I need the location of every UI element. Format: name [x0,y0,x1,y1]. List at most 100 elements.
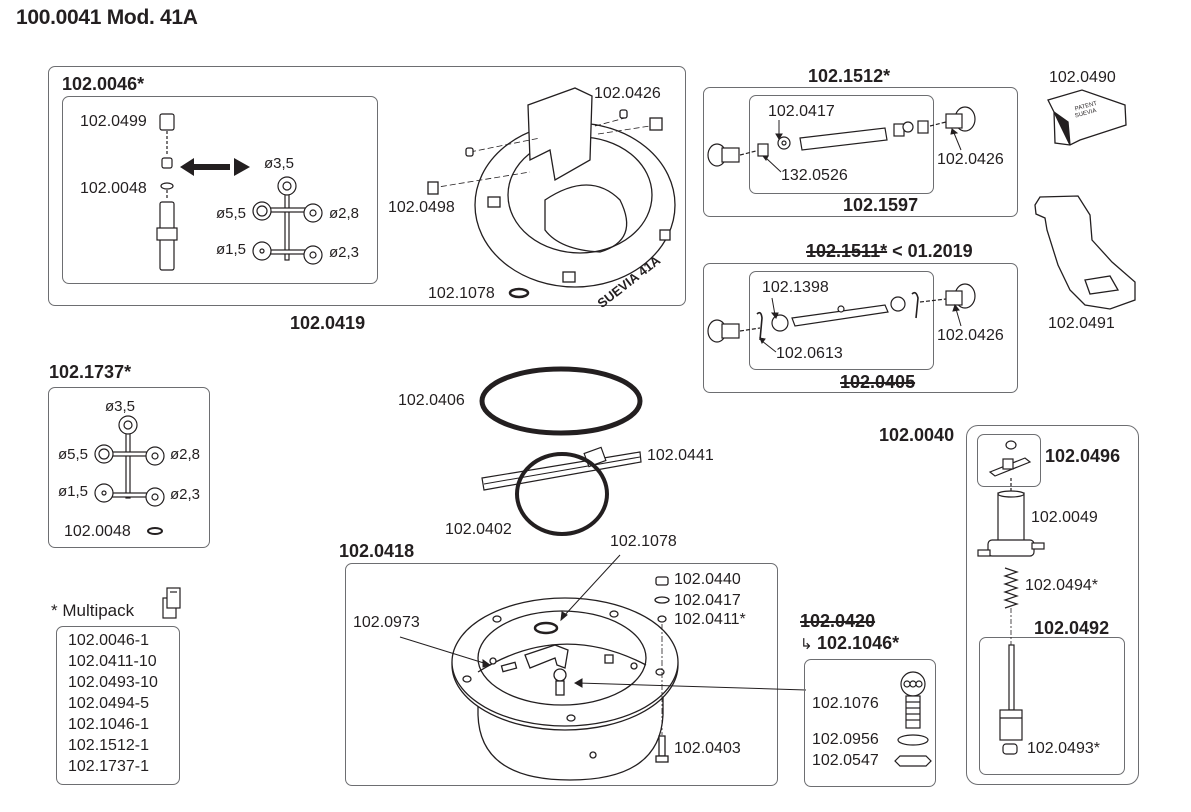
nozzle-tree-icon [252,176,323,265]
axle-kit-old-struck: 102.1511* [806,241,888,261]
seal-ring-icon [508,287,530,299]
multipack-item: 102.0046-1 [68,632,149,649]
top-kit-box [977,434,1041,487]
cover-top-text-1: PATENT [1074,101,1098,113]
nozzle-set-label: 102.1737* [49,362,132,382]
multipack-item: 102.0493-10 [68,674,158,691]
part-label-102-0426-bowl[interactable]: 102.0426 [594,85,661,102]
axle-kit-old-inner-box [749,271,934,370]
part-label-102-0956[interactable]: 102.0956 [812,731,879,748]
part-label-102-0426-axle-new[interactable]: 102.0426 [937,151,1004,168]
stem-kit-box [979,637,1125,775]
multipack-item: 102.0494-5 [68,695,149,712]
part-label-102-0498[interactable]: 102.0498 [388,199,455,216]
part-label-102-0440[interactable]: 102.0440 [674,571,741,588]
part-label-102-0973[interactable]: 102.0973 [353,614,420,631]
housing-box [345,563,778,786]
washer-icon [897,734,929,746]
part-label-102-0493[interactable]: 102.0493* [1027,740,1100,757]
part-label-102-0403[interactable]: 102.0403 [674,740,741,757]
axle-kit-new-inner-box [749,95,934,194]
valve-pin-old-label: 102.0420 [800,611,876,631]
diameter-5-5: ø5,5 [216,205,247,222]
nozzle-set-diameter-2-3: ø2,3 [170,486,201,503]
multipack-item: 102.1046-1 [68,716,149,733]
part-label-102-0547[interactable]: 102.0547 [812,752,879,769]
nozzle-set-diameter-1-5: ø1,5 [58,483,89,500]
part-label-102-0417-housing[interactable]: 102.0417 [674,592,741,609]
multipack-item: 102.0411-10 [68,653,157,670]
spring-icon [1003,567,1019,609]
axle-kit-old-label: 102.1511* < 01.2019 [806,242,973,260]
o-ring-icon [657,615,667,623]
part-label-102-0490[interactable]: 102.0490 [1049,69,1116,86]
axle-kit-new-inner-label: 102.1597 [843,195,919,215]
nozzle-set-box [48,387,210,548]
multipack-item: 102.1737-1 [68,758,149,775]
part-label-102-0494[interactable]: 102.0494* [1025,577,1098,594]
valve-pin-new-label: 102.1046* [817,633,900,653]
page-title: 100.0041 Mod. 41A [16,6,198,29]
nozzle-set-diameter-3-5: ø3,5 [105,398,136,415]
nozzle-set-diameter-2-8: ø2,8 [170,446,201,463]
cover-top-text-2: SUEVIA [1074,108,1097,119]
valve-assembly-box [966,425,1139,785]
part-label-102-0491[interactable]: 102.0491 [1048,315,1115,332]
part-label-102-0441[interactable]: 102.0441 [647,447,714,464]
nut-icon [655,576,669,586]
large-o-ring-icon [479,366,643,436]
housing-label: 102.0418 [339,541,415,561]
multipack-label: * Multipack [51,601,135,620]
multipack-item: 102.1512-1 [68,737,149,754]
diameter-3-5: ø3,5 [264,155,295,172]
part-label-102-0411[interactable]: 102.0411* [674,611,746,628]
multipack-list: 102.0046-1 102.0411-10 102.0493-10 102.0… [56,626,180,785]
part-label-102-0426-axle-old[interactable]: 102.0426 [937,327,1004,344]
part-label-102-1398[interactable]: 102.1398 [762,279,829,296]
seal-cap-icon [1002,743,1018,755]
bowl-assembly-label: 102.0419 [290,313,366,333]
part-label-102-0048[interactable]: 102.0048 [80,180,147,197]
hex-nut-icon [894,755,932,767]
part-label-102-0402[interactable]: 102.0402 [445,521,512,538]
washer-icon [654,596,670,604]
bolt-icon [427,181,439,195]
part-label-102-1078-bowl[interactable]: 102.1078 [428,285,495,302]
part-label-132-0526[interactable]: 132.0526 [781,167,848,184]
part-label-102-1076[interactable]: 102.1076 [812,695,879,712]
part-label-102-1078-housing[interactable]: 102.1078 [610,533,677,550]
valve-body-icon [997,492,1025,542]
replacement-arrow-icon: ↳ [800,636,813,653]
axle-kit-old-box [703,263,1018,393]
bowl-bracket-icon [527,87,593,182]
nozzle-set-part-102-0048[interactable]: 102.0048 [64,523,131,540]
double-arrow-icon [180,158,250,176]
axle-kit-new-label: 102.1512* [808,66,891,86]
valve-pin-replacement: ↳ 102.1046* [800,634,899,653]
nozzle-kit-box [62,96,378,284]
diameter-2-8: ø2,8 [329,205,360,222]
nut-icon [159,113,175,131]
diameter-2-3: ø2,3 [329,244,360,261]
axle-kit-new-box [703,87,1018,217]
bowl-assembly-box [48,66,686,306]
diameter-1-5: ø1,5 [216,241,247,258]
part-label-102-0499[interactable]: 102.0499 [80,113,147,130]
valve-assembly-label: 102.0040 [879,425,955,445]
part-label-102-0049[interactable]: 102.0049 [1031,509,1098,526]
stem-kit-label: 102.0492 [1034,618,1110,638]
part-label-102-0613[interactable]: 102.0613 [776,345,843,362]
part-label-102-0406[interactable]: 102.0406 [398,392,465,409]
part-label-102-0417-axle[interactable]: 102.0417 [768,103,835,120]
axle-kit-old-date: < 01.2019 [887,241,973,261]
axle-kit-old-inner-label: 102.0405 [840,372,916,392]
